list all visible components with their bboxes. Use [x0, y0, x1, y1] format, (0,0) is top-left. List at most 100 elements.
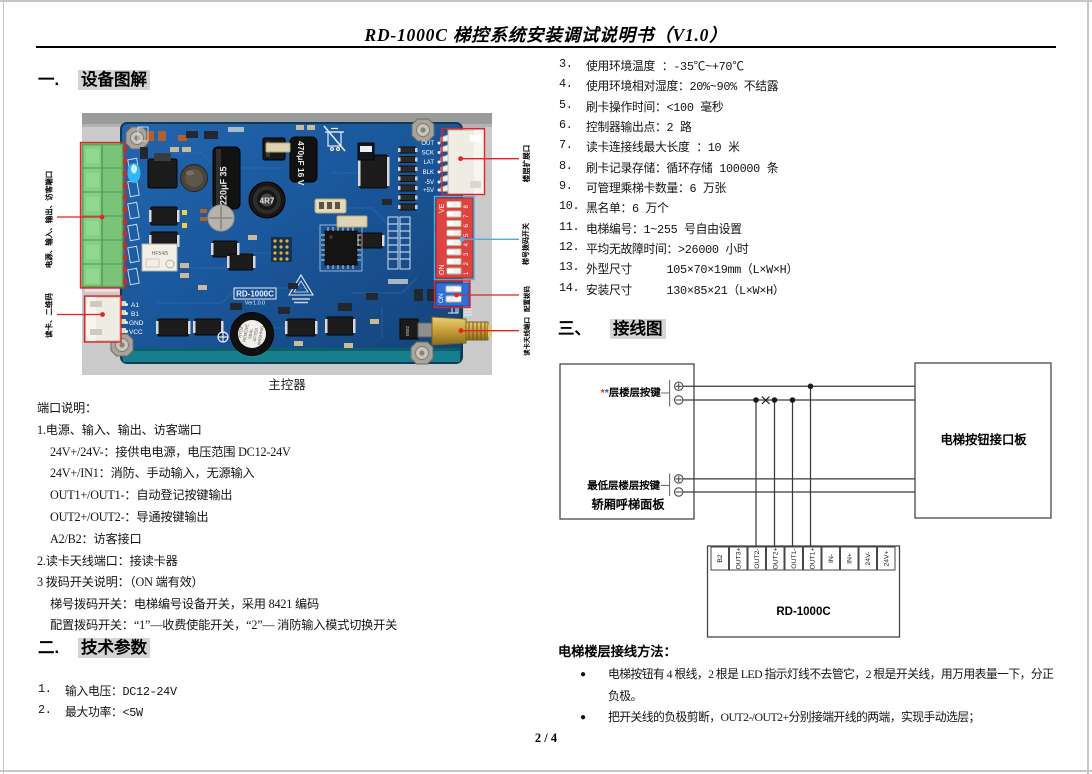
spec-item-text: 使用环境温度 ：-35℃~+70℃: [586, 60, 744, 74]
svg-text:ON: ON: [439, 265, 446, 276]
soic-chips: [156, 154, 390, 337]
section-1-heading: 一.设备图解: [38, 66, 150, 90]
spec-item: 3.使用环境温度 ：-35℃~+70℃: [559, 57, 798, 77]
section-1-title: 设备图解: [78, 70, 150, 90]
wires: [683, 385, 915, 547]
section-3-heading: 三、接线图: [558, 315, 666, 339]
spec-item: 13.外型尺寸 105×70×19mm（L×W×H）: [559, 260, 798, 280]
port-desc-line: A2/B2：访客接口: [50, 531, 142, 546]
svg-text:-5V: -5V: [425, 180, 434, 186]
svg-text:7: 7: [464, 214, 470, 218]
dip-switch-2: ON: [435, 282, 470, 307]
pcb-photo: A1 B1 GND VCC: [81, 113, 492, 375]
port-desc-line: 1.电源、输入、输出、访客端口: [37, 422, 202, 437]
passives-topleft: [137, 126, 218, 159]
label-antenna-port: 读卡天线端口: [524, 317, 531, 356]
qfp-chip: [319, 224, 363, 272]
reader-pin-dots: [125, 303, 128, 333]
controller-box: [706, 545, 901, 638]
svg-text:BLK: BLK: [423, 170, 434, 176]
interface-board-label: 电梯按钮接口板: [940, 432, 1027, 447]
svg-text:SCK: SCK: [422, 151, 434, 157]
port-desc-line: OUT2+/OUT2-：导通按键输出: [50, 509, 209, 524]
port-desc-line: 配置拨码开关：“1”—收费使能开关，“2”— 消防输入模式切换开关: [50, 617, 398, 632]
spec-item-number: 7.: [559, 138, 573, 153]
jk110: [357, 142, 375, 161]
call-panel-box: [559, 363, 695, 520]
svg-text:IN-: IN-: [828, 554, 835, 563]
spec-item-number: 14.: [559, 280, 580, 295]
svg-text:ON: ON: [438, 293, 445, 303]
page-edge-bottom: [0, 770, 1092, 772]
tech-item-text: 最大功率：<5W: [65, 706, 143, 720]
svg-text:OUT3+: OUT3+: [736, 547, 743, 569]
svg-text:0502: 0502: [405, 325, 410, 336]
svg-text:4: 4: [464, 243, 470, 247]
wiring-diagram: B2 OUT3+ OUT2- OUT2+ OUT1- OUT1+ IN- IN+…: [559, 362, 1052, 638]
tech-item-number: 1.: [38, 682, 52, 696]
svg-text:HYDZ: HYDZ: [237, 326, 244, 339]
svg-text:WASHING: WASHING: [256, 325, 264, 345]
pcb-photo-figure: A1 B1 GND VCC: [57, 113, 519, 375]
svg-text:8: 8: [464, 205, 470, 209]
svg-text:OUT1+: OUT1+: [810, 547, 817, 569]
section-3-number: 三、: [558, 320, 591, 338]
svg-text:IN+: IN+: [847, 553, 854, 564]
spec-item-number: 12.: [559, 240, 580, 255]
svg-text:GND: GND: [129, 320, 144, 327]
tech-item: 2.最大功率：<5W: [38, 703, 177, 724]
spec-item: 7.读卡连接线最大长度 ：10 米: [559, 138, 798, 158]
port-desc-line: 梯号拨码开关：电梯编号设备开关，采用 8421 编码: [50, 597, 320, 612]
svg-text:B2: B2: [717, 554, 724, 563]
label-brackets: [661, 380, 671, 496]
spec-item-number: 5.: [559, 97, 573, 112]
page-number: 2 / 4: [534, 731, 558, 745]
port-desc-line: 24V+/IN1：消防、手动输入，无源输入: [50, 466, 255, 481]
expansion-connector: [440, 129, 485, 195]
spec-item: 14.安装尺寸 130×85×21（L×W×H）: [559, 281, 798, 301]
svg-text:B1: B1: [131, 311, 139, 318]
svg-text:OUT1-: OUT1-: [791, 548, 798, 568]
cap-470uf: 470μF 16 V: [289, 136, 318, 186]
method-bullets: ● 电梯按钮有 4 根线，2 根是 LED 指示灯线不去管它，2 根是开关线，用…: [558, 664, 1064, 729]
cut-mark: [761, 396, 770, 405]
spec-item-text: 电梯编号：1~255 号自由设置: [586, 222, 742, 237]
cap-silver: [207, 204, 235, 232]
label-terminal-port: 电源、输入、输出、访客端口: [44, 170, 54, 268]
port-desc-line: 2.读卡天线端口：接读卡器: [37, 553, 178, 568]
port-description: 端口说明： 1.电源、输入、输出、访客端口 24V+/24V-：接供电电源，电压…: [37, 398, 397, 635]
method-bullet: ● 电梯按钮有 4 根线，2 根是 LED 指示灯线不去管它，2 根是开关线，用…: [558, 664, 1064, 707]
page-edge-left: [3, 0, 4, 774]
cap-220uf: 220μF 35: [212, 146, 241, 210]
screw-mark: [217, 331, 229, 343]
bullet-text: 把开关线的负极剪断，OUT2-/OUT2+分别接端开线的两端，实现手动选层；: [608, 710, 980, 724]
svg-text:220μF 35: 220μF 35: [219, 166, 229, 205]
weee-icon: [323, 125, 346, 152]
reader-pin-labels: A1 B1 GND VCC: [129, 302, 144, 336]
tech-item-text: 输入电压：DC12-24V: [65, 685, 177, 699]
svg-text:RD-1000C: RD-1000C: [236, 290, 274, 299]
spec-item-text: 平均无故障时间：>26000 小时: [586, 243, 749, 258]
port-desc-line: 24V+/24V-：接供电电源，电压范围 DC12-24V: [50, 444, 291, 459]
aux-connectors: [265, 142, 368, 228]
pin-grid: [271, 237, 292, 262]
page-edge-top: [0, 0, 1092, 2]
bullet-text: 电梯按钮有 4 根线，2 根是 LED 指示灯线不去管它，2 根是开关线，用万用…: [608, 667, 1054, 703]
method-bullet: ● 把开关线的负极剪断，OUT2-/OUT2+分别接端开线的两端，实现手动选层；: [558, 707, 1064, 729]
green-terminal-block: [81, 143, 127, 292]
svg-text:2: 2: [464, 262, 470, 266]
spec-item: 11.电梯编号：1~255 号自由设置: [559, 220, 798, 240]
spec-item-text: 黑名单：6 万个: [586, 202, 669, 217]
call-panel-label: 轿厢呼梯面板: [591, 497, 665, 512]
bullet-dot: ●: [580, 669, 587, 680]
svg-text:OUT: OUT: [421, 141, 434, 147]
spec-item-number: 10.: [559, 199, 580, 214]
dip-switch-8: VE ON 1 2 3 4 5 6 7 8: [435, 197, 474, 279]
svg-text:Ver1.0.0: Ver1.0.0: [245, 301, 266, 307]
spec-item: 4.使用环境相对湿度：20%~90% 不结露: [559, 77, 798, 97]
relay: HF54/5: [141, 243, 178, 272]
photo-caption: 主控器: [268, 378, 306, 392]
title-rule: [36, 46, 1056, 48]
spec-item-text: 可管理乘梯卡数量：6 万张: [586, 182, 727, 197]
